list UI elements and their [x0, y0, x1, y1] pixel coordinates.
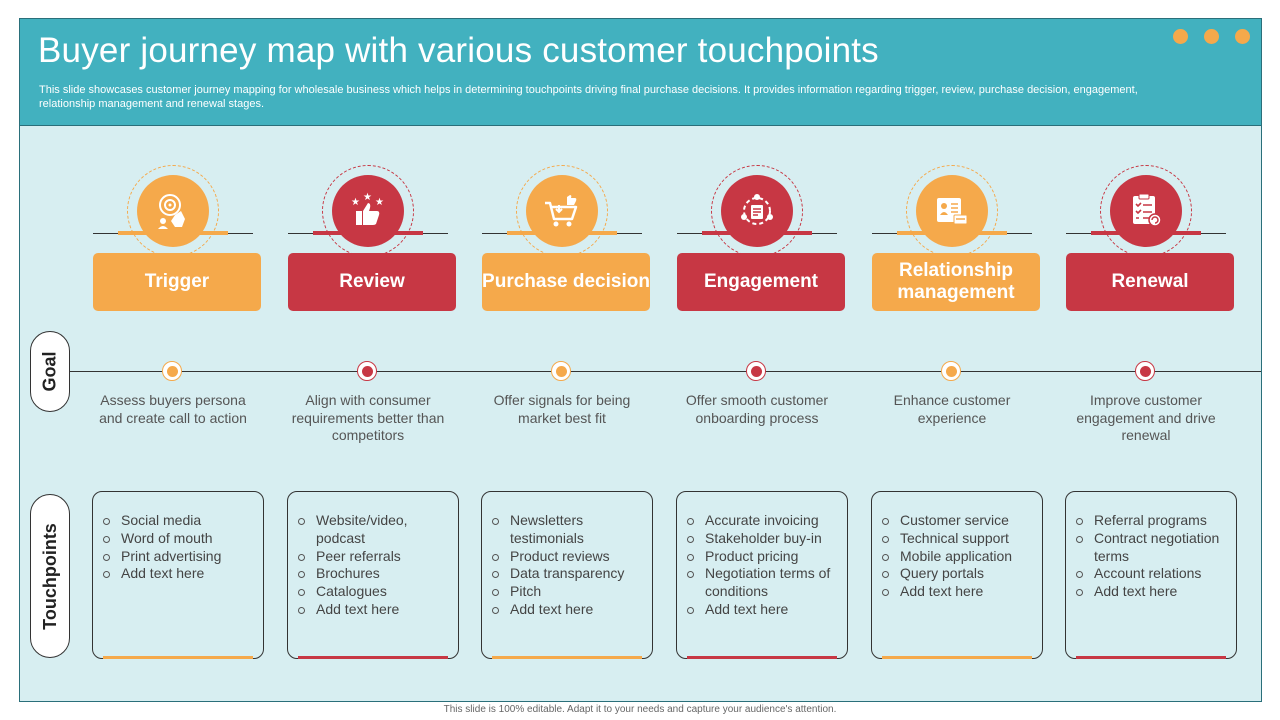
stage-title: Trigger — [93, 253, 261, 311]
touchpoint-item: Add text here — [102, 565, 262, 583]
touchpoints-label-text: Touchpoints — [39, 522, 60, 630]
target-touch-icon — [137, 175, 209, 247]
renewal-checklist-icon — [1110, 175, 1182, 247]
svg-text:★: ★ — [375, 197, 384, 208]
icon-ring — [127, 165, 219, 257]
icon-ring: ★★★ — [322, 165, 414, 257]
goal-label-text: Goal — [39, 351, 60, 392]
icon-ring — [711, 165, 803, 257]
touchpoint-item: Print advertising — [102, 548, 262, 566]
touchpoints-accent-bar — [1076, 656, 1226, 659]
touchpoint-item: Word of mouth — [102, 530, 262, 548]
touchpoint-item: Add text here — [686, 601, 846, 619]
header-banner: Buyer journey map with various customer … — [20, 19, 1261, 126]
touchpoint-item: Contract negotiation terms — [1075, 530, 1235, 566]
goal-text: Align with consumer requirements better … — [291, 392, 445, 443]
stage-column-trigger: Trigger Assess buyers persona and create… — [89, 19, 264, 701]
touchpoint-item: Add text here — [1075, 583, 1235, 601]
slide: Buyer journey map with various customer … — [19, 18, 1262, 702]
touchpoint-item: Accurate invoicing — [686, 512, 846, 530]
stage-title: Relationship management — [872, 253, 1040, 311]
goal-text: Enhance customer experience — [893, 392, 1011, 426]
customer-profile-icon — [916, 175, 988, 247]
touchpoints-accent-bar — [687, 656, 837, 659]
goal-marker — [941, 361, 961, 381]
goal-timeline — [70, 371, 1261, 372]
touchpoint-item: Query portals — [881, 565, 1041, 583]
touchpoint-item: Negotiation terms of conditions — [686, 565, 846, 601]
touchpoint-item: Add text here — [297, 601, 457, 619]
footer-note: This slide is 100% editable. Adapt it to… — [443, 704, 837, 715]
touchpoint-item: Newsletters testimonials — [491, 512, 651, 548]
touchpoint-item: Social media — [102, 512, 262, 530]
touchpoint-item: Peer referrals — [297, 548, 457, 566]
touchpoint-item: Brochures — [297, 565, 457, 583]
touchpoints-accent-bar — [492, 656, 642, 659]
decor-dot — [1235, 29, 1250, 44]
touchpoint-item: Data transparency — [491, 565, 651, 583]
goal-marker — [357, 361, 377, 381]
stage-column-purchase-decision: Purchase decision Offer signals for bein… — [478, 19, 653, 701]
icon-ring — [516, 165, 608, 257]
decor-dot — [1173, 29, 1188, 44]
touchpoint-item: Stakeholder buy-in — [686, 530, 846, 548]
touchpoint-item: Pitch — [491, 583, 651, 601]
goal-text: Offer smooth customer onboarding process — [685, 392, 829, 426]
stage-column-relationship-management: Relationship management Enhance customer… — [868, 19, 1043, 701]
stage-column-renewal: Renewal Improve customer engagement and … — [1062, 19, 1237, 701]
goal-text: Improve customer engagement and drive re… — [1076, 392, 1216, 443]
page-subtitle: This slide showcases customer journey ma… — [39, 84, 1138, 110]
shopping-cart-icon — [526, 175, 598, 247]
stage-title: Purchase decision — [482, 253, 650, 311]
goal-text: Assess buyers persona and create call to… — [99, 392, 247, 426]
svg-text:★: ★ — [351, 197, 360, 208]
touchpoints-accent-bar — [103, 656, 253, 659]
thumbs-up-stars-icon: ★★★ — [332, 175, 404, 247]
stage-title: Engagement — [677, 253, 845, 311]
touchpoints-accent-bar — [882, 656, 1032, 659]
touchpoint-item: Product reviews — [491, 548, 651, 566]
touchpoint-item: Customer service — [881, 512, 1041, 530]
icon-ring — [906, 165, 998, 257]
goal-marker — [162, 361, 182, 381]
touchpoint-item: Referral programs — [1075, 512, 1235, 530]
stage-column-review: ★★★ Review Align with consumer requireme… — [284, 19, 459, 701]
goal-marker — [746, 361, 766, 381]
touchpoints-accent-bar — [298, 656, 448, 659]
touchpoint-item: Website/video, podcast — [297, 512, 457, 548]
touchpoint-item: Mobile application — [881, 548, 1041, 566]
touchpoint-item: Technical support — [881, 530, 1041, 548]
touchpoints-label: Touchpoints — [30, 494, 70, 658]
icon-ring — [1100, 165, 1192, 257]
touchpoint-item: Add text here — [881, 583, 1041, 601]
page-title: Buyer journey map with various customer … — [38, 31, 879, 70]
touchpoint-item: Account relations — [1075, 565, 1235, 583]
decor-dot — [1204, 29, 1219, 44]
goal-label: Goal — [30, 331, 70, 412]
touchpoint-item: Add text here — [491, 601, 651, 619]
stage-column-engagement: Engagement Offer smooth customer onboard… — [673, 19, 848, 701]
stage-title: Review — [288, 253, 456, 311]
goal-marker — [1135, 361, 1155, 381]
stage-title: Renewal — [1066, 253, 1234, 311]
touchpoint-item: Product pricing — [686, 548, 846, 566]
goal-text: Offer signals for being market best fit — [493, 392, 631, 426]
team-engagement-icon — [721, 175, 793, 247]
touchpoint-item: Catalogues — [297, 583, 457, 601]
goal-marker — [551, 361, 571, 381]
svg-text:★: ★ — [363, 192, 372, 203]
